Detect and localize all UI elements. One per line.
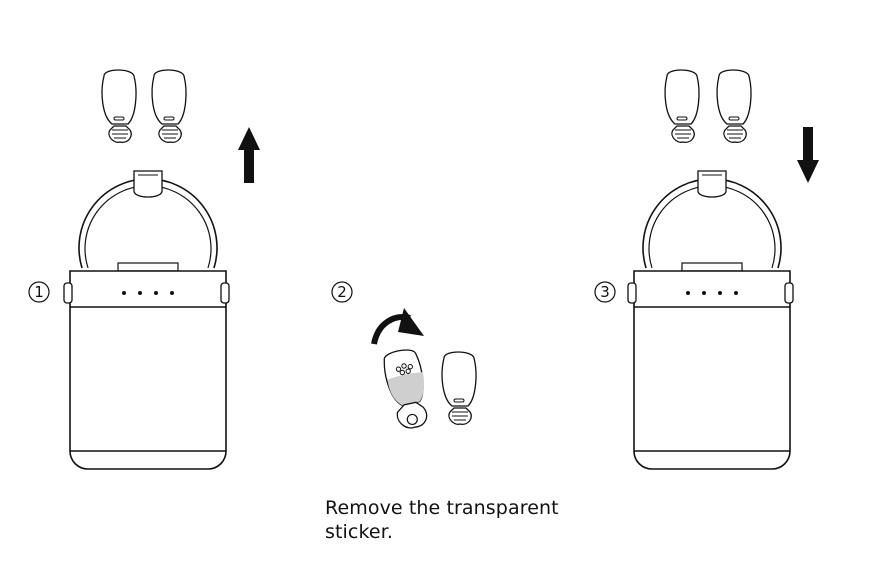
earbud-icon (151, 69, 187, 143)
step-2-badge (331, 281, 353, 303)
step-3-badge (594, 281, 616, 303)
step-1-badge (28, 281, 50, 303)
earbud-icon (664, 69, 700, 143)
step-1-group: 1 (28, 69, 260, 470)
charging-case-icon (63, 170, 230, 470)
earbud-icon (101, 69, 137, 143)
earbud-icon (716, 69, 752, 143)
step-2-group: 2 (331, 281, 477, 429)
step-1-number: 1 (34, 283, 44, 301)
caption-line-2: sticker. (325, 521, 393, 543)
sticker-icon (387, 372, 425, 406)
caption-line-1: Remove the transparent (325, 497, 559, 519)
earbud-icon (383, 349, 428, 429)
step-3-number: 3 (600, 283, 610, 301)
arrow-up-icon (238, 127, 260, 183)
step-2-number: 2 (337, 283, 347, 301)
curved-arrow-icon (371, 308, 424, 345)
earbud-icon (441, 351, 477, 425)
instruction-caption: Remove the transparent sticker. (325, 496, 625, 544)
step-3-group: 3 (594, 69, 819, 470)
arrow-down-icon (797, 127, 819, 183)
charging-case-icon (627, 170, 794, 470)
